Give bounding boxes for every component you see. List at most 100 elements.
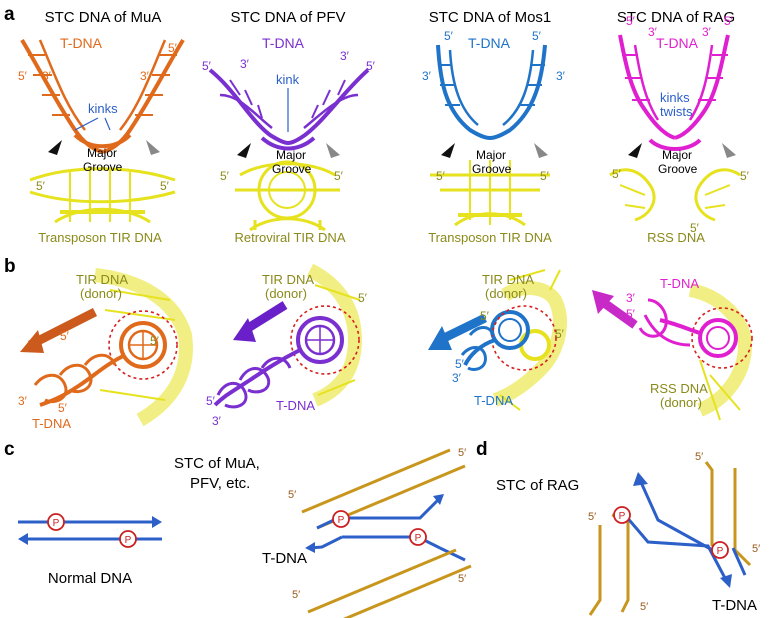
mua-b-prime-5-b: 5′ [58, 401, 68, 415]
rag-b-donor-2: (donor) [660, 395, 702, 410]
stc-mua-phosphate-1 [332, 510, 350, 528]
mos1-groove-1: Major [476, 148, 506, 162]
stc-rag-prime-5-b: 5′ [640, 601, 648, 613]
mos1-groove-2: Groove [472, 162, 512, 176]
stc-rag-phosphate-1-label: P [619, 511, 626, 522]
pfv-black-arrow [237, 143, 251, 158]
mua-black-arrow [48, 140, 62, 155]
normal-phosphate-2 [119, 530, 137, 548]
stc-mua-tdna: T-DNA [262, 550, 307, 567]
mua-b-donor-1: TIR DNA [76, 272, 128, 287]
normal-phosphate-2-label: P [125, 535, 132, 546]
rag-prime-5-donor-left: 5′ [612, 167, 622, 181]
panel-c-normal-dna: P P Normal DNA [18, 513, 162, 587]
pfv-kink-label: kink [276, 72, 300, 87]
stc-rag-phosphate-2 [711, 541, 729, 559]
stc-rag-prime-5-d: 5′ [752, 543, 760, 555]
mos1-black-arrow [441, 143, 455, 158]
pfv-prime-3-left: 3′ [240, 57, 250, 71]
stc-rag-phosphate-2-label: P [717, 546, 724, 557]
mos1-b-prime-5-a: 5′ [480, 309, 490, 323]
rag-yellow-donor [609, 168, 741, 222]
rag-bottom-label: RSS DNA [647, 230, 705, 245]
rag-b-donor-1: RSS DNA [650, 381, 708, 396]
rag-title: STC DNA of RAG [617, 9, 735, 26]
stc-rag-phosphate-1 [613, 506, 631, 524]
mos1-b-direction-arrow [428, 326, 452, 350]
pfv-b-direction-arrow [233, 318, 256, 342]
pfv-tdna-helix [208, 68, 370, 151]
mua-b-prime-5-a: 5′ [60, 329, 70, 343]
stc-mua-prime-5-d: 5′ [458, 573, 466, 585]
panel-b-rag: T-DNA 3′ 5′ RSS DNA (donor) [592, 276, 753, 421]
panel-c-stc-mua: STC of MuA, PFV, etc. P P 5′ 5′ 5′ 5′ T-… [174, 447, 472, 618]
mos1-b-prime-3: 3′ [452, 371, 462, 385]
mua-tdna-label: T-DNA [60, 35, 103, 51]
normal-phosphate-1-label: P [53, 518, 60, 529]
mua-bottom-label: Transposon TIR DNA [38, 230, 162, 245]
pfv-groove-2: Groove [272, 162, 312, 176]
mos1-b-tdna: T-DNA [474, 393, 513, 408]
pfv-prime-3-right: 3′ [340, 49, 350, 63]
rag-grey-arrow [722, 143, 736, 158]
mua-grey-arrow [146, 140, 160, 155]
rag-prime-3-right: 3′ [702, 25, 712, 39]
pfv-title: STC DNA of PFV [230, 9, 345, 26]
normal-phosphate-1 [47, 513, 65, 531]
mos1-prime-3-right: 3′ [556, 69, 566, 83]
pfv-prime-5-donor-right: 5′ [334, 169, 344, 183]
pfv-grey-arrow [326, 143, 340, 158]
mua-yellow-donor [29, 167, 176, 224]
stc-rag-tdna: T-DNA [712, 597, 757, 614]
mua-tdna-helix [20, 38, 185, 154]
mos1-b-donor-1: TIR DNA [482, 272, 534, 287]
mua-b-prime-5-c: 5′ [150, 334, 160, 348]
rag-prime-5-left: 5′ [626, 14, 636, 28]
mos1-b-prime-5-c: 5′ [455, 357, 465, 371]
stc-mua-phosphate-2 [409, 528, 427, 546]
mos1-prime-5-donor-right: 5′ [540, 169, 550, 183]
rag-kinks-label: kinks [660, 90, 690, 105]
mua-title: STC DNA of MuA [45, 9, 162, 26]
stc-mua-prime-5-a: 5′ [288, 489, 296, 501]
stc-mua-prime-5-b: 5′ [458, 447, 466, 459]
mua-groove-1: Major [87, 146, 117, 160]
rag-prime-5-donor-mid: 5′ [690, 221, 700, 235]
stc-rag-prime-5-c: 5′ [695, 451, 703, 463]
rag-groove-2: Groove [658, 162, 698, 176]
pfv-b-donor-1: TIR DNA [262, 272, 314, 287]
rag-prime-5-donor-right: 5′ [740, 169, 750, 183]
mua-prime-5-left: 5′ [18, 69, 28, 83]
mua-groove-2: Groove [83, 160, 123, 174]
pfv-prime-5-right: 5′ [366, 59, 376, 73]
rag-b-prime-5: 5′ [626, 307, 636, 321]
pfv-b-prime-5: 5′ [206, 394, 216, 408]
panel-a-letter: a [4, 4, 15, 25]
rag-b-prime-3: 3′ [626, 291, 636, 305]
mos1-prime-3-left: 3′ [422, 69, 432, 83]
mos1-b-prime-5-b: 5′ [555, 327, 565, 341]
normal-dna-label: Normal DNA [48, 570, 132, 587]
mua-prime-3-left: 3′ [42, 69, 52, 83]
rag-b-direction-arrow [592, 290, 614, 314]
mua-prime-3-right: 3′ [140, 69, 150, 83]
panel-c-letter: c [4, 439, 15, 460]
pfv-b-donor-2: (donor) [265, 286, 307, 301]
mos1-prime-5-left: 5′ [444, 29, 454, 43]
stc-rag-prime-5-a: 5′ [588, 511, 596, 523]
mos1-prime-5-right: 5′ [532, 29, 542, 43]
mua-prime-5-donor-right: 5′ [160, 179, 170, 193]
rag-black-arrow [628, 143, 642, 158]
mua-b-direction-arrow [20, 330, 44, 353]
pfv-b-prime-5-donor: 5′ [358, 291, 368, 305]
stc-mua-label-1: STC of MuA, [174, 455, 260, 472]
pfv-prime-5-left: 5′ [202, 59, 212, 73]
stc-mua-phosphate-2-label: P [415, 533, 422, 544]
panel-a-rag: STC DNA of RAG T-DNA 5′ 3′ 3′ 5′ kinks t… [609, 9, 750, 245]
rag-tdna-label: T-DNA [656, 35, 699, 51]
panel-a-pfv: STC DNA of PFV T-DNA 5′ 3′ 3′ 5′ kink Ma… [202, 9, 376, 245]
mua-prime-5-donor-left: 5′ [36, 179, 46, 193]
mos1-b-donor-2: (donor) [485, 286, 527, 301]
rag-tdna-helix [618, 34, 730, 151]
